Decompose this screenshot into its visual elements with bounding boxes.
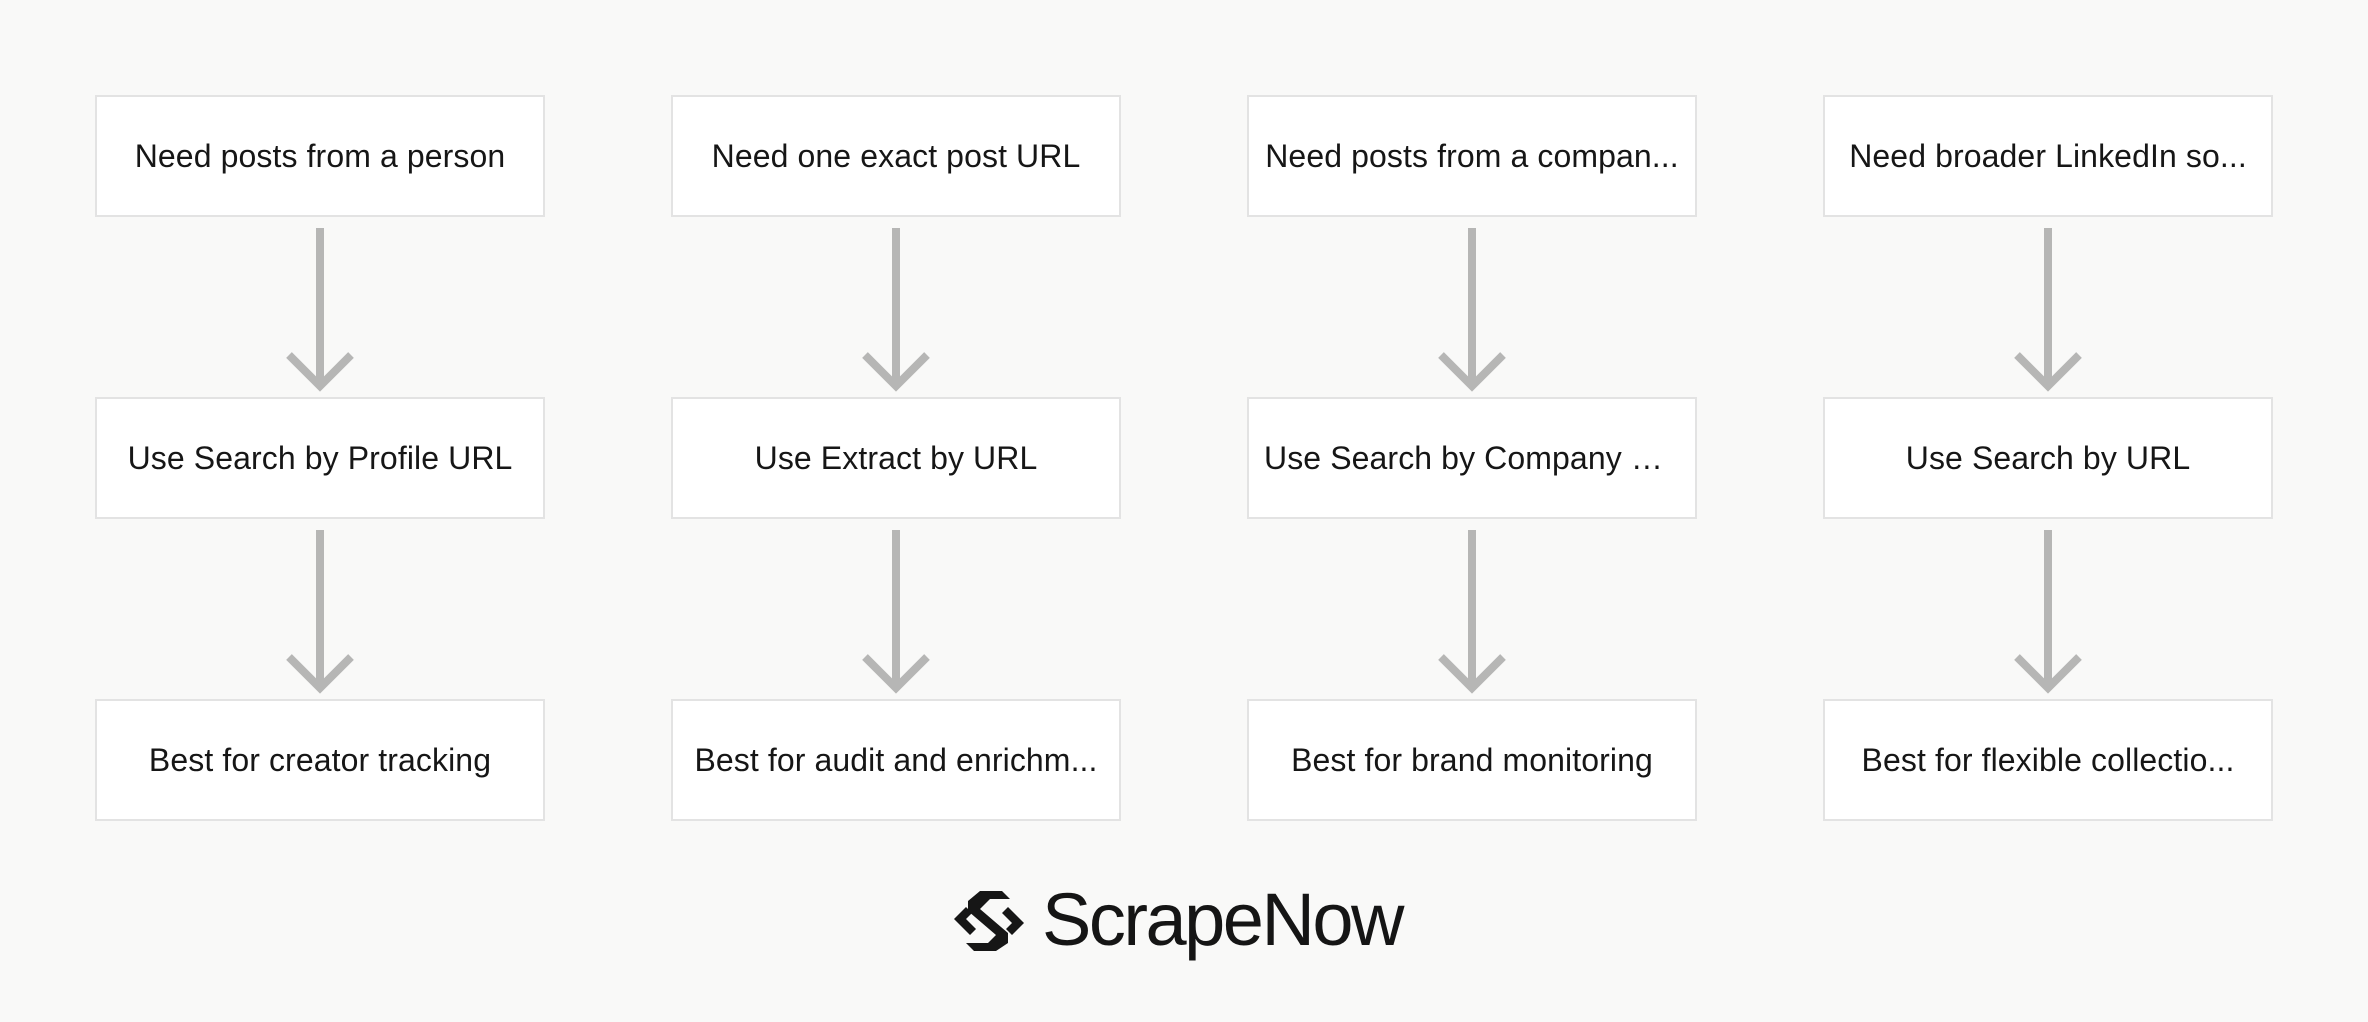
use-box: Use Extract by URL — [671, 397, 1121, 519]
need-box: Need posts from a person — [95, 95, 545, 217]
need-box: Need broader LinkedIn so... — [1823, 95, 2273, 217]
down-arrow-icon — [1437, 228, 1507, 392]
best-box: Best for brand monitoring — [1247, 699, 1697, 821]
down-arrow-icon — [2013, 228, 2083, 392]
best-box: Best for creator tracking — [95, 699, 545, 821]
best-box: Best for audit and enrichm... — [671, 699, 1121, 821]
use-label: Use Search by Profile URL — [127, 439, 513, 476]
scrapenow-logo-icon — [954, 891, 1024, 951]
best-label: Best for flexible collectio... — [1861, 741, 2235, 778]
brand-lockup: ScrapeNow — [950, 878, 1405, 961]
need-label: Need broader LinkedIn so... — [1849, 137, 2247, 174]
need-label: Need posts from a compan... — [1265, 137, 1679, 174]
best-box: Best for flexible collectio... — [1823, 699, 2273, 821]
need-label: Need posts from a person — [134, 137, 506, 174]
down-arrow-icon — [285, 530, 355, 694]
use-label: Use Extract by URL — [754, 439, 1038, 476]
need-box: Need posts from a compan... — [1247, 95, 1697, 217]
use-box: Use Search by Company U... — [1247, 397, 1697, 519]
need-label: Need one exact post URL — [711, 137, 1081, 174]
best-label: Best for audit and enrichm... — [694, 741, 1098, 778]
down-arrow-icon — [861, 530, 931, 694]
use-label: Use Search by URL — [1905, 439, 2191, 476]
down-arrow-icon — [861, 228, 931, 392]
best-label: Best for brand monitoring — [1291, 741, 1653, 778]
down-arrow-icon — [1437, 530, 1507, 694]
use-box: Use Search by Profile URL — [95, 397, 545, 519]
flow-column-company: Need posts from a compan... Use Search b… — [1247, 0, 1697, 830]
need-box: Need one exact post URL — [671, 95, 1121, 217]
use-label: Use Search by Company U... — [1264, 439, 1680, 476]
down-arrow-icon — [2013, 530, 2083, 694]
flow-column-broader: Need broader LinkedIn so... Use Search b… — [1823, 0, 2273, 830]
use-box: Use Search by URL — [1823, 397, 2273, 519]
brand-name: ScrapeNow — [1042, 878, 1405, 961]
down-arrow-icon — [285, 228, 355, 392]
flow-column-post: Need one exact post URL Use Extract by U… — [671, 0, 1121, 830]
best-label: Best for creator tracking — [148, 741, 492, 778]
flow-column-person: Need posts from a person Use Search by P… — [95, 0, 545, 830]
